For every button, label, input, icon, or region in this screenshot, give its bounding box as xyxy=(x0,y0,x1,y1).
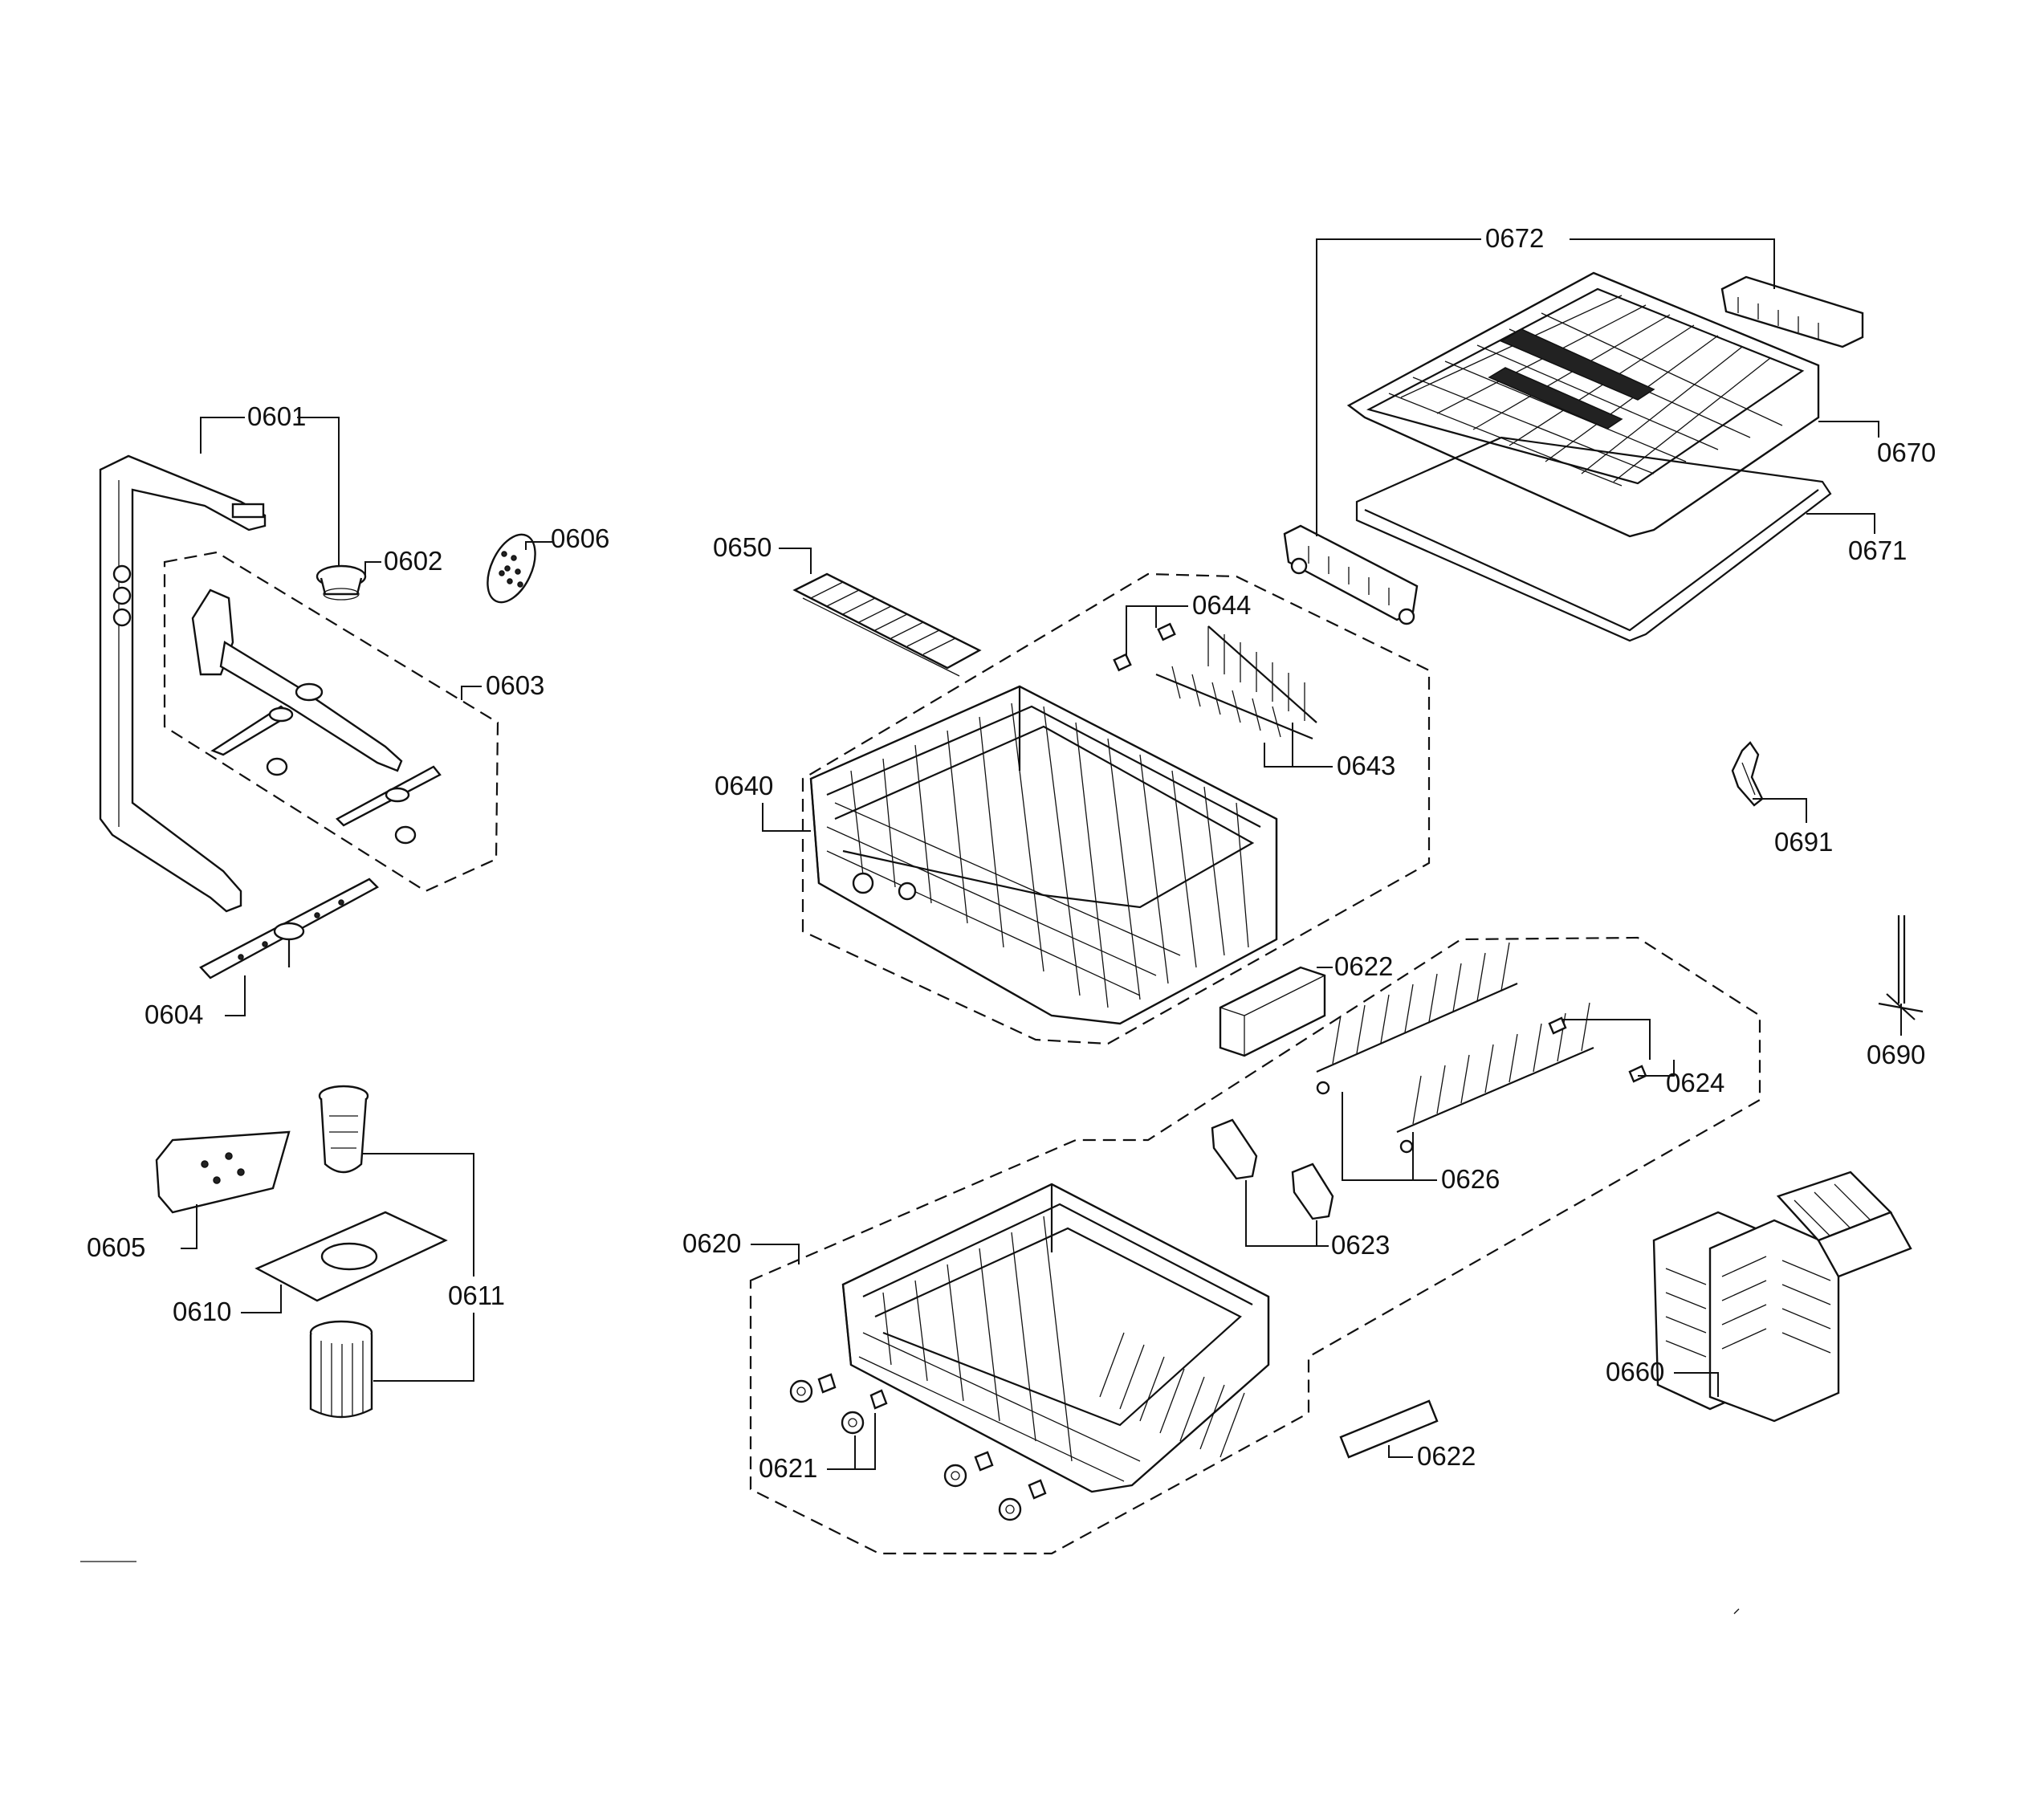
callout-0623: 0623 xyxy=(1331,1230,1390,1260)
callout-0610: 0610 xyxy=(173,1297,231,1326)
tray-rail-left xyxy=(1283,524,1419,625)
spray-supply-pipe xyxy=(99,454,267,913)
fold-down-tine-row-upper xyxy=(1155,625,1317,740)
rack-wheel-parts xyxy=(789,1373,1047,1521)
callout-0606: 0606 xyxy=(551,523,609,553)
callout-0602: 0602 xyxy=(384,546,442,576)
callout-0670: 0670 xyxy=(1877,438,1936,467)
lower-spray-arm-part xyxy=(199,878,379,979)
callout-0605: 0605 xyxy=(87,1232,145,1262)
flat-filter-plate-part xyxy=(254,1211,448,1302)
callout-0624: 0624 xyxy=(1666,1068,1724,1097)
callout-0643: 0643 xyxy=(1337,751,1395,780)
tine-holder-parts xyxy=(1548,1016,1647,1083)
callout-0601: 0601 xyxy=(247,401,306,431)
callout-0621: 0621 xyxy=(759,1453,817,1483)
callout-0604: 0604 xyxy=(145,1000,203,1029)
fold-down-tines-lower xyxy=(1316,942,1594,1154)
leader-lines xyxy=(181,238,1902,1470)
upper-dish-rack xyxy=(809,685,1278,1025)
rail-clip-parts xyxy=(1211,1118,1334,1220)
tray-frame-wire xyxy=(1355,436,1832,642)
tine-clip-parts xyxy=(1113,622,1176,672)
callout-0672: 0672 xyxy=(1485,223,1544,253)
upper-rack-group-outline xyxy=(801,572,1431,1045)
callout-0691: 0691 xyxy=(1774,827,1833,857)
callout-0660: 0660 xyxy=(1606,1357,1664,1387)
lower-dish-rack xyxy=(841,1183,1270,1493)
callout-0611: 0611 xyxy=(448,1281,505,1310)
callout-0620: 0620 xyxy=(682,1228,741,1258)
rack-bumper-lower xyxy=(1339,1399,1439,1459)
cup-rack-insert xyxy=(792,572,982,677)
callout-0626: 0626 xyxy=(1441,1164,1500,1194)
stray-mark xyxy=(1733,1608,1740,1615)
callout-0650: 0650 xyxy=(713,532,772,562)
filter-cover-part xyxy=(155,1130,291,1214)
callout-0644: 0644 xyxy=(1192,590,1251,620)
upper-spray-arm-assembly xyxy=(191,588,442,845)
fine-filter-cylinder-part xyxy=(309,1320,373,1419)
cutlery-tray xyxy=(1346,271,1820,538)
tray-rail-right xyxy=(1720,275,1864,348)
callout-0622-lower: 0622 xyxy=(1417,1441,1476,1471)
callout-0671: 0671 xyxy=(1848,535,1907,565)
cutlery-basket xyxy=(1652,1171,1912,1423)
callout-0603: 0603 xyxy=(486,670,544,700)
callout-0640: 0640 xyxy=(715,771,773,800)
rack-adjuster-clip-part xyxy=(1731,741,1764,807)
rack-bumper-upper xyxy=(1219,966,1326,1057)
callout-0622-upper: 0622 xyxy=(1334,951,1393,981)
callout-0690: 0690 xyxy=(1867,1040,1925,1069)
coarse-filter-part xyxy=(318,1085,369,1174)
spray-arm-group-outline xyxy=(163,551,499,893)
lower-rack-group-outline xyxy=(749,936,1761,1555)
strainer-disc-part xyxy=(487,533,536,604)
pipe-connector-part xyxy=(316,564,367,601)
